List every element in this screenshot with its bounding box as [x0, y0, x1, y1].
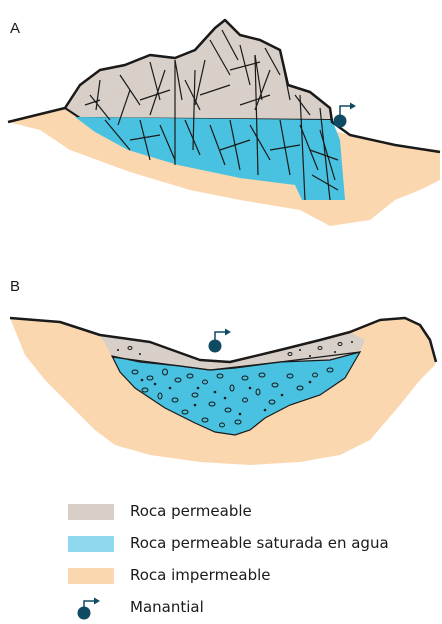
legend-label-permeable: Roca permeable [130, 502, 252, 520]
impermeable-swatch [68, 568, 114, 584]
legend-label-spring: Manantial [130, 598, 204, 616]
diagram-b-aquifer-sediments [0, 280, 442, 480]
permeable-swatch [68, 504, 114, 520]
legend-item-impermeable: Roca impermeable [68, 564, 428, 588]
spring-icon [76, 596, 106, 622]
legend-item-spring: Manantial [68, 596, 428, 620]
legend-label-impermeable: Roca impermeable [130, 566, 271, 584]
legend-label-saturated: Roca permeable saturada en agua [130, 534, 389, 552]
legend-item-saturated: Roca permeable saturada en agua [68, 532, 428, 556]
spring-icon-a [334, 103, 357, 128]
saturated-swatch [68, 536, 114, 552]
diagram-a-aquifer-fractured-rock [0, 0, 442, 260]
legend-item-permeable: Roca permeable [68, 500, 428, 524]
spring-icon-b [209, 329, 232, 353]
